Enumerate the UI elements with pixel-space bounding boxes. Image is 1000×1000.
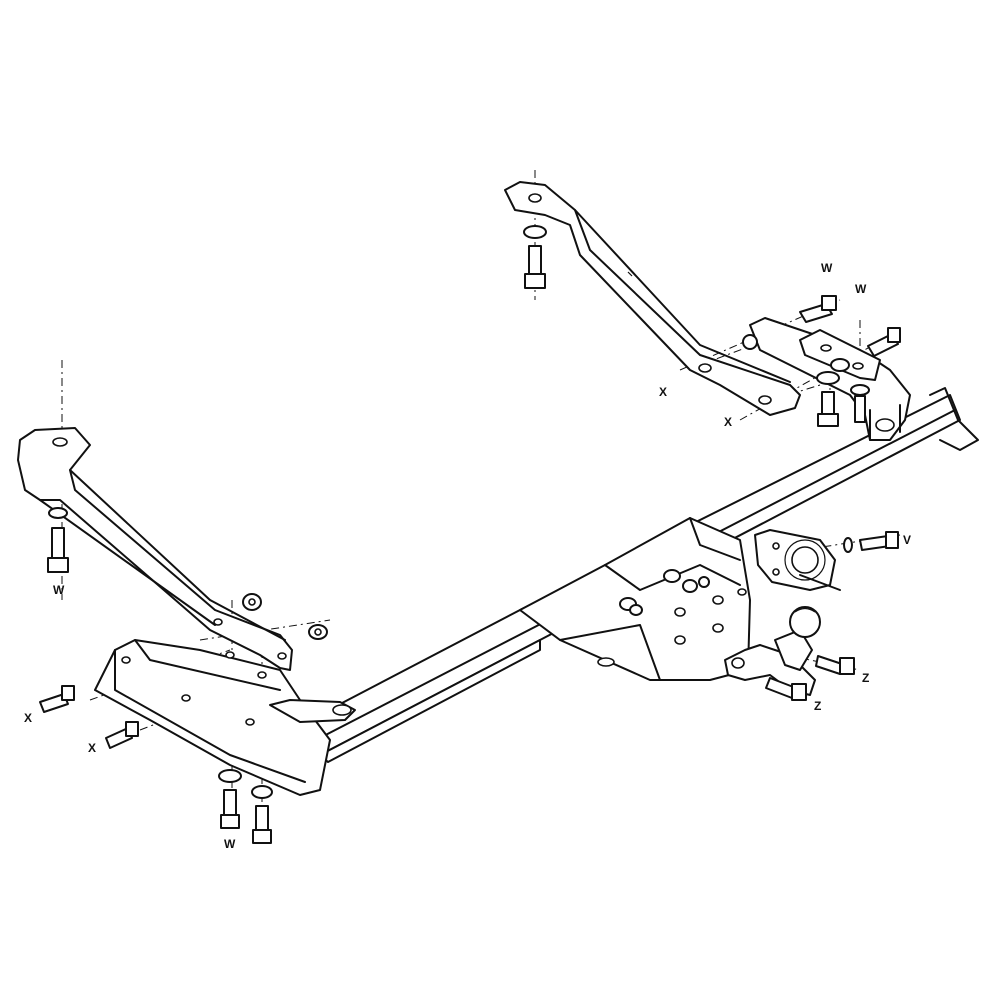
left-side-bracket: [17, 427, 293, 671]
socket-plate: [754, 529, 841, 591]
label-w-top-2: W: [855, 282, 867, 296]
label-x-right-2: X: [724, 415, 732, 429]
fastener-labels: W W W W X X X X V Z Z: [24, 261, 911, 851]
bolts-and-washers: [39, 225, 901, 844]
label-x-left-1: X: [24, 711, 32, 725]
left-mounting-channel: [94, 639, 356, 796]
tow-ball-assembly: [724, 606, 821, 696]
label-v: V: [903, 533, 911, 547]
label-x-left-2: X: [88, 741, 96, 755]
central-tow-plate: [519, 517, 751, 681]
label-w-left: W: [53, 583, 65, 597]
plate-nuts: [619, 569, 710, 616]
label-w-bottom: W: [224, 837, 236, 851]
label-x-right-1: X: [659, 385, 667, 399]
label-w-top-1: W: [821, 261, 833, 275]
label-z-2: Z: [814, 699, 821, 713]
right-side-bracket: [504, 181, 801, 416]
label-z-1: Z: [862, 671, 869, 685]
